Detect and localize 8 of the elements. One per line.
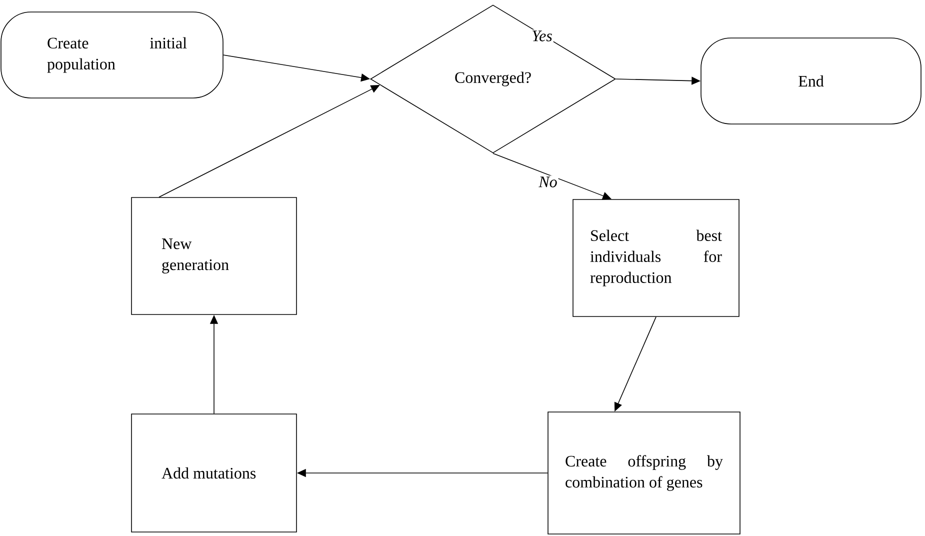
process-box: Add mutations [131, 414, 297, 532]
process-box: New generation [131, 197, 297, 315]
edge-label: No [538, 176, 558, 188]
terminal-box: End [700, 38, 922, 124]
process-box: Select best individuals for reproduction [572, 199, 740, 317]
process-box: Create offspring by combination of genes [548, 412, 740, 534]
terminal-box: Create initial population [0, 12, 224, 98]
edge-label: Yes [530, 30, 554, 42]
